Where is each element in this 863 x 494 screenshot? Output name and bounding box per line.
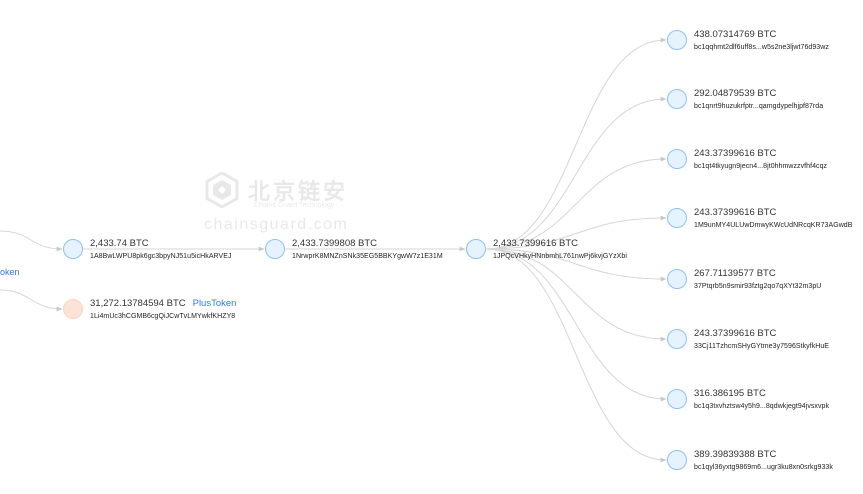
node-amount: 2,433.7399616 BTC [493,238,578,249]
transfer-edge [485,215,667,250]
node-circle[interactable] [667,149,687,169]
node-amount-value: 243.37399616 BTC [694,148,777,159]
node-amount-value: 267.71139577 BTC [694,268,776,279]
node-amount-value: 2,433.7399808 BTC [292,238,378,249]
node-address[interactable]: bc1qnrt9huzukrfptr...qamgdypelhjpf87rda [694,103,824,110]
node-amount: 2,433.7399808 BTC [292,238,377,249]
node-circle[interactable] [63,239,83,259]
node-amount-value: 292.04879539 BTC [694,88,777,99]
node-amount: 243.37399616 BTC [694,328,776,339]
node-amount-value: 243.37399616 BTC [694,207,777,218]
node-address[interactable]: bc1qt4tkyugn9jecn4...8jt0hhmwzzvfhf4cqz [694,163,828,170]
node-amount: 243.37399616 BTC [694,148,776,159]
transfer-edge [485,37,667,250]
node-amount: 267.71139577 BTC [694,268,776,279]
node-amount: 292.04879539 BTC [694,88,776,99]
transfer-edge [485,96,667,250]
node-circle[interactable] [265,239,285,259]
node-circle[interactable] [63,299,83,319]
node-amount: 389.39839388 BTC [694,449,776,460]
transfer-edge [485,248,667,463]
node-amount: 438.07314769 BTC [694,29,776,40]
node-circle[interactable] [667,389,687,409]
transfer-edge [0,289,63,312]
transfer-edge [485,248,667,402]
node-amount-value: 438.07314769 BTC [694,29,777,40]
node-amount-value: 389.39839388 BTC [694,449,777,460]
node-amount-value: 2,433.7399616 BTC [493,238,579,249]
node-amount-value: 243.37399616 BTC [694,328,777,339]
node-address[interactable]: 1M9unMY4ULUwDmwyKWcUdNRcqKR73AGwdB [694,222,853,229]
transfer-edge [485,248,667,282]
transfer-edge [0,230,63,252]
node-circle[interactable] [667,89,687,109]
transfer-edge [485,156,667,250]
node-amount-value: 2,433.74 BTC [90,238,149,249]
node-amount: 31,272.13784594 BTC PlusToken [90,298,236,309]
entity-tag[interactable]: PlusToken [192,298,237,309]
node-circle[interactable] [667,329,687,349]
node-amount-value: 316.386195 BTC [694,388,766,399]
node-amount: 243.37399616 BTC [694,207,776,218]
node-circle[interactable] [667,269,687,289]
node-address[interactable]: 1JPQcVHkyHNnbmhL761nwPj6kvjGYzXbi [493,253,627,260]
node-address[interactable]: bc1qyl36yxtg9869m6...ugr3ku8xn0srkg933k [694,464,833,471]
node-address[interactable]: 1Li4mUc3hCGMB6cgQiJCwTvLMYwkfKHZY8 [90,313,236,320]
node-address[interactable]: 33Cj11TzhcmSHyGYtme3y7596StkyfkHuE [694,343,830,350]
node-address[interactable]: 1A8BwLWPU8pk6gc3bpyNJ51u5icHkARVEJ [90,253,232,260]
node-address[interactable]: 37Ptqrb5n9smir93fztg2qo7qXYt32m3pU [694,283,822,290]
node-circle[interactable] [466,239,486,259]
node-address[interactable]: bc1q3txvhztsw4y5h9...8qdwkjegt94jvsxvpk [694,403,830,410]
node-amount-value: 31,272.13784594 BTC [90,298,186,309]
node-address[interactable]: bc1qqhmt2dlf6uff8s...w5s2ne3ljwt76d93wz [694,44,829,51]
transfer-edge [485,248,667,342]
node-circle[interactable] [667,450,687,470]
node-amount: 316.386195 BTC [694,388,766,399]
node-circle[interactable] [667,208,687,228]
node-address[interactable]: 1NrwprK8MNZnSNk35EG5BBKYgwW7z1E31M [292,253,443,260]
node-circle[interactable] [667,30,687,50]
edge-label-left: oken [0,267,20,277]
node-amount: 2,433.74 BTC [90,238,149,249]
